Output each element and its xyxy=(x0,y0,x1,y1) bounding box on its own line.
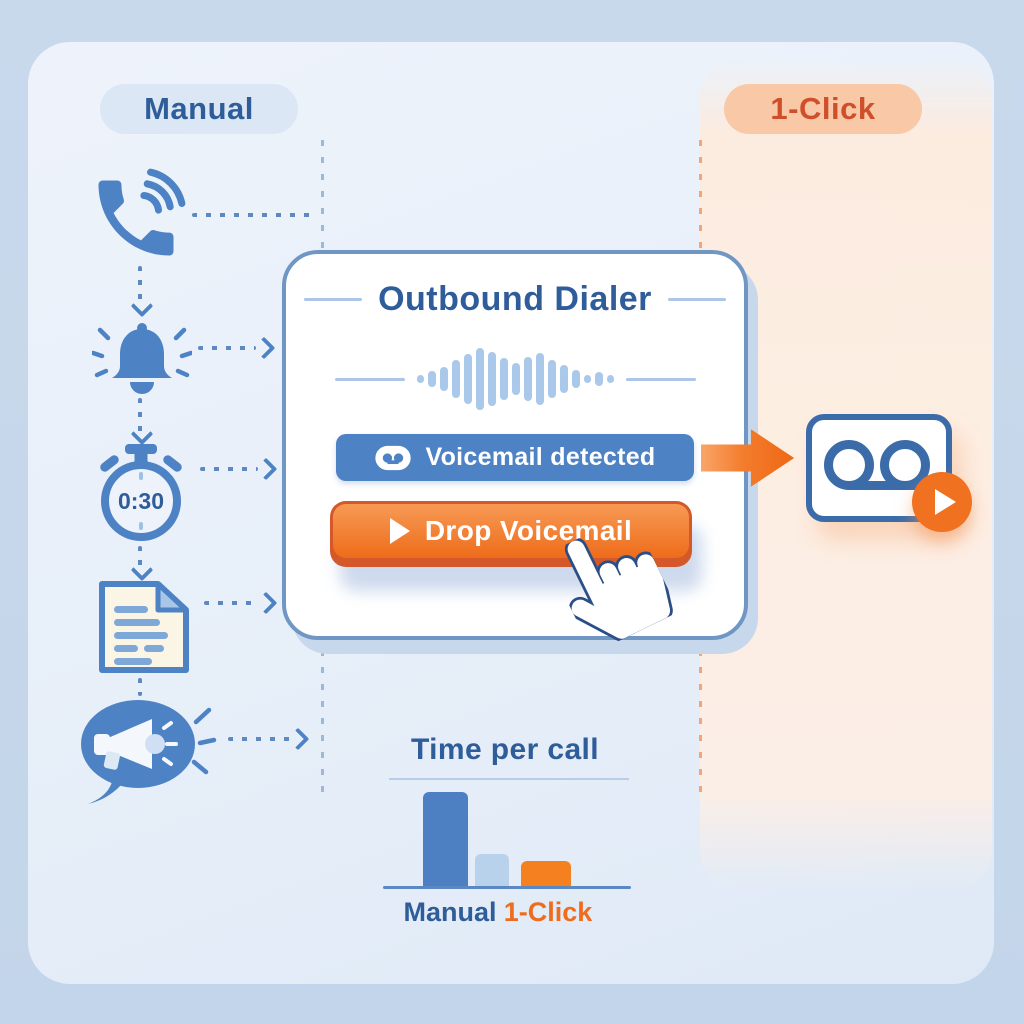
cassette-reel xyxy=(824,440,874,490)
waveform-bar xyxy=(463,354,472,404)
waveform-bar xyxy=(451,360,460,398)
phone-connector-dots xyxy=(192,213,316,217)
cassette-tape-bar xyxy=(846,481,922,490)
bell-connector-dots xyxy=(198,346,256,350)
waveform-bar xyxy=(523,357,532,401)
stopwatch-neck xyxy=(134,453,148,462)
chart-bar-intermediate xyxy=(475,854,509,889)
one-click-badge: 1-Click xyxy=(724,84,922,134)
megaphone-icon xyxy=(78,698,218,804)
flow-arrow-down-icon xyxy=(138,398,142,436)
flow-arrow-down-icon xyxy=(138,266,142,308)
waveform-bar xyxy=(571,370,580,388)
waveform-bar xyxy=(416,375,424,383)
waveform-baseline xyxy=(625,377,696,381)
megaphone-connector-dots xyxy=(228,737,290,741)
chart-title: Time per call xyxy=(410,733,600,766)
waveform-bar xyxy=(439,367,448,391)
waveform-bar xyxy=(594,372,603,386)
hand-cursor-icon xyxy=(545,513,682,658)
waveform-bar xyxy=(559,365,568,393)
time-per-call-chart: Time per call Manual 1-Click xyxy=(375,733,635,933)
play-voicemail-button[interactable] xyxy=(912,472,972,532)
waveform xyxy=(416,348,614,410)
title-dash xyxy=(667,298,726,301)
card-title: Outbound Dialer xyxy=(378,280,652,318)
timer-value: 0:30 xyxy=(117,487,165,514)
play-icon xyxy=(934,489,956,515)
waveform-bar xyxy=(606,375,614,383)
chart-x-axis xyxy=(383,886,631,889)
transfer-arrow-icon xyxy=(701,424,797,497)
chart-label-one-click: 1-Click xyxy=(503,897,593,927)
manual-badge: Manual xyxy=(100,84,298,134)
drop-voicemail-label: Drop Voicemail xyxy=(424,515,633,546)
stopwatch-cap xyxy=(125,444,157,454)
waveform-bar xyxy=(535,353,544,405)
flow-connector-dots xyxy=(138,678,142,696)
drop-voicemail-button-face: Drop Voicemail xyxy=(333,504,689,558)
drop-voicemail-button[interactable]: Drop Voicemail xyxy=(330,501,692,567)
waveform-bar xyxy=(511,363,520,395)
waveform-row xyxy=(286,336,744,422)
waveform-bar xyxy=(583,375,591,383)
document-connector-dots xyxy=(204,601,258,605)
chart-bar-manual xyxy=(423,792,468,889)
bell-icon xyxy=(90,314,194,406)
phone-icon xyxy=(86,168,186,268)
chart-label-manual: Manual xyxy=(403,897,497,927)
waveform-bar xyxy=(499,358,508,400)
waveform-bar xyxy=(487,352,496,406)
waveform-baseline xyxy=(334,377,405,381)
waveform-bar xyxy=(427,371,436,387)
chart-bar-one-click xyxy=(521,861,571,889)
outbound-dialer-card: Outbound Dialer Voicemail detected Drop … xyxy=(282,250,748,640)
stopwatch-icon: 0:30 xyxy=(94,444,188,542)
waveform-bar xyxy=(475,348,484,410)
banner-label: Voicemail detected xyxy=(425,443,656,471)
stopwatch-face: 0:30 xyxy=(101,461,181,541)
stopwatch-connector-dots xyxy=(200,467,258,471)
waveform-bar xyxy=(547,360,556,398)
document-icon xyxy=(94,580,194,674)
chart-title-divider xyxy=(389,778,629,780)
voicemail-icon xyxy=(375,445,412,470)
play-icon xyxy=(389,518,410,544)
title-dash xyxy=(304,298,363,301)
flow-arrow-down-icon xyxy=(138,546,142,572)
voicemail-detected-banner: Voicemail detected xyxy=(336,434,694,481)
card-title-row: Outbound Dialer xyxy=(286,280,744,319)
